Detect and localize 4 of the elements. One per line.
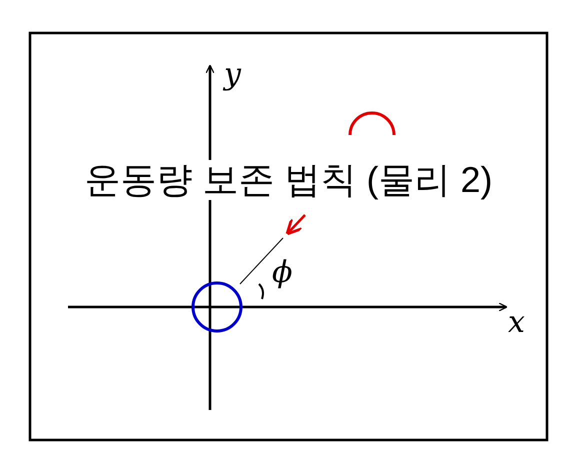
axis-label: y	[224, 60, 241, 90]
angle-label: ϕ	[272, 258, 292, 288]
axis-label: x	[508, 308, 525, 338]
title: 운동량 보존 법칙 (물리 2)	[84, 160, 492, 200]
